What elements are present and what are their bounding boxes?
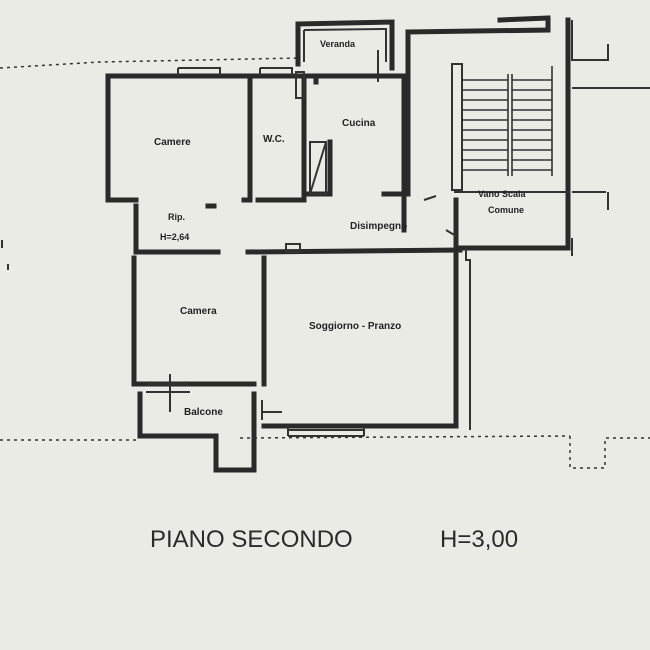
stair-treads (462, 66, 553, 176)
room-label-camera: Camera (180, 306, 217, 317)
balcone-walls (137, 391, 257, 473)
window-top-left (177, 67, 221, 76)
property-line-bottom (0, 435, 650, 469)
rip-walls (133, 203, 221, 255)
balcone-door (261, 400, 282, 420)
room-label-comune: Comune (488, 205, 524, 215)
veranda-glazing (303, 27, 387, 62)
room-label-veranda: Veranda (320, 39, 356, 49)
room-label-wc: W.C. (263, 134, 285, 145)
room-label-balcone: Balcone (184, 407, 223, 418)
stairwell-inner (451, 63, 570, 430)
cucina-walls (303, 73, 407, 197)
height-label: H=3,00 (440, 526, 518, 553)
adjacent-building (571, 20, 650, 256)
camera2-window (146, 383, 190, 393)
window-top-wc (259, 67, 293, 76)
corridor-door (423, 195, 457, 237)
stairwell-walls (405, 15, 571, 251)
room-label-soggiorno: Soggiorno - Pranzo (309, 321, 401, 332)
middle-pillar (285, 243, 301, 253)
camera2-walls (131, 255, 267, 387)
corridor-right-wall (401, 191, 459, 251)
room-label-disimpegno: Disimpegno (350, 221, 407, 232)
room-label-rip-height: H=2,64 (160, 232, 189, 242)
left-edge-marks (1, 240, 9, 270)
outer-wall-left-upper (105, 73, 139, 203)
soggiorno-walls (261, 247, 459, 429)
wc-small-box (295, 71, 305, 99)
property-line-top (0, 57, 301, 69)
floor-title: PIANO SECONDO (150, 526, 353, 553)
middle-wall (245, 247, 463, 255)
room-label-camere: Camere (154, 137, 191, 148)
veranda-walls (295, 19, 395, 71)
camere-wall-right (241, 73, 253, 203)
soggiorno-window (287, 426, 365, 437)
cucina-unit (309, 141, 327, 195)
room-label-cucina: Cucina (342, 118, 376, 129)
room-label-rip: Rip. (168, 212, 185, 222)
room-label-vano-scala: Vano Scala (478, 189, 527, 199)
